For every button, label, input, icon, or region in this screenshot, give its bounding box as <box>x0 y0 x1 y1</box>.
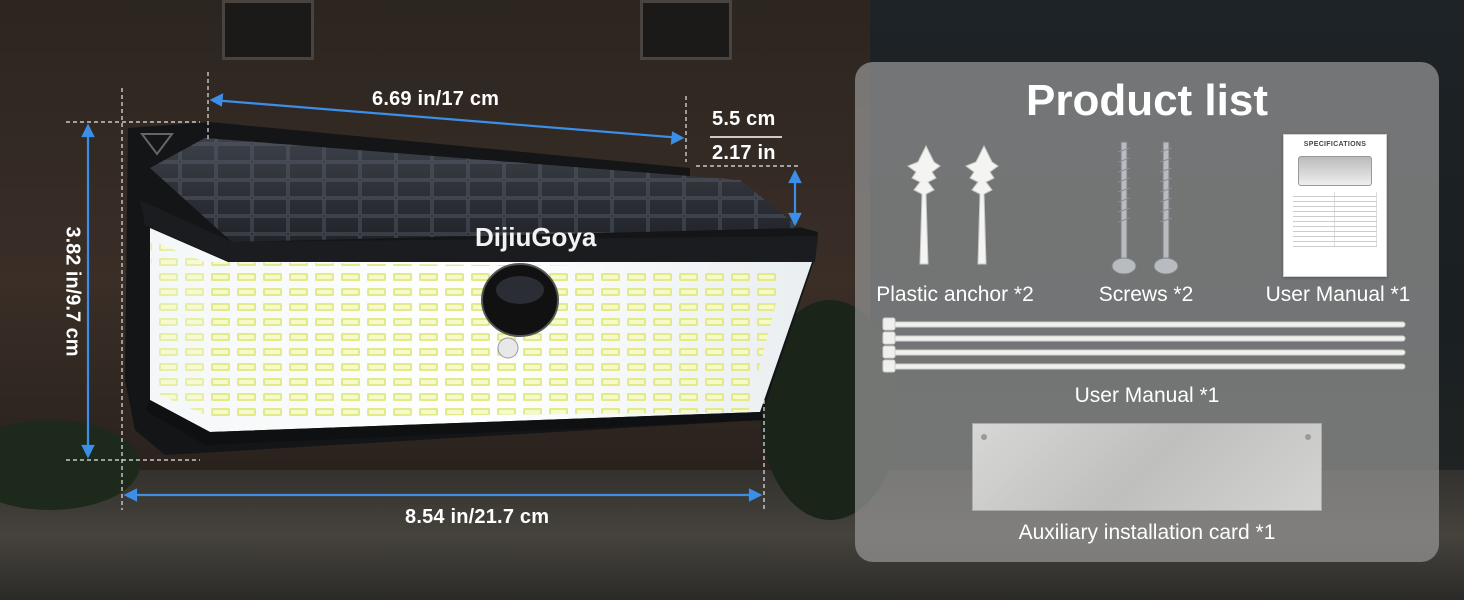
window <box>640 0 732 60</box>
motion-sensor-lens <box>496 276 544 304</box>
mount-triangle-mark <box>140 133 174 156</box>
light-sensor <box>497 337 519 359</box>
dimension-arrows <box>81 93 802 502</box>
product-list-title: Product list <box>1025 76 1269 125</box>
plastic-anchor-icon <box>906 144 999 265</box>
length-dimension-label: 8.54 in/21.7 cm <box>405 506 550 528</box>
brand-logo: DijiuGoya <box>475 222 597 252</box>
cable-ties-icon <box>882 317 1406 373</box>
auxiliary-installation-card-label: Auxiliary installation card *1 <box>1018 521 1276 544</box>
plastic-anchor-label: Plastic anchor *2 <box>876 283 1034 306</box>
height-dimension-label: 3.82 in/9.7 cm <box>61 226 84 357</box>
user-manual-label: User Manual *1 <box>1265 283 1411 306</box>
solar-cells <box>150 138 800 242</box>
user-manual-icon: SPECIFICATIONS <box>1283 134 1387 277</box>
product-list-panel: Product list Plastic anchor *2 <box>855 62 1439 562</box>
lamp-lip <box>140 200 818 262</box>
width-dimension-label: 6.69 in/17 cm <box>372 88 500 110</box>
solar-lamp-illustration: DijiuGoya <box>66 72 818 510</box>
window <box>222 0 314 60</box>
screws-icon <box>1111 141 1179 275</box>
dimension-guides <box>66 72 800 510</box>
manual-spec-table <box>1293 192 1377 247</box>
led-array-side <box>150 240 212 418</box>
led-array <box>205 262 785 418</box>
manual-heading: SPECIFICATIONS <box>1303 141 1367 148</box>
shrub <box>0 420 140 510</box>
depth-cm-label: 5.5 cm <box>712 108 776 130</box>
depth-in-label: 2.17 in <box>712 142 776 164</box>
auxiliary-installation-card-icon <box>972 423 1322 511</box>
screws-label: Screws *2 <box>1098 283 1194 306</box>
lamp-bottom-rim <box>145 400 765 445</box>
manual-product-picture <box>1298 156 1372 186</box>
cable-ties-label: User Manual *1 <box>1074 384 1220 407</box>
